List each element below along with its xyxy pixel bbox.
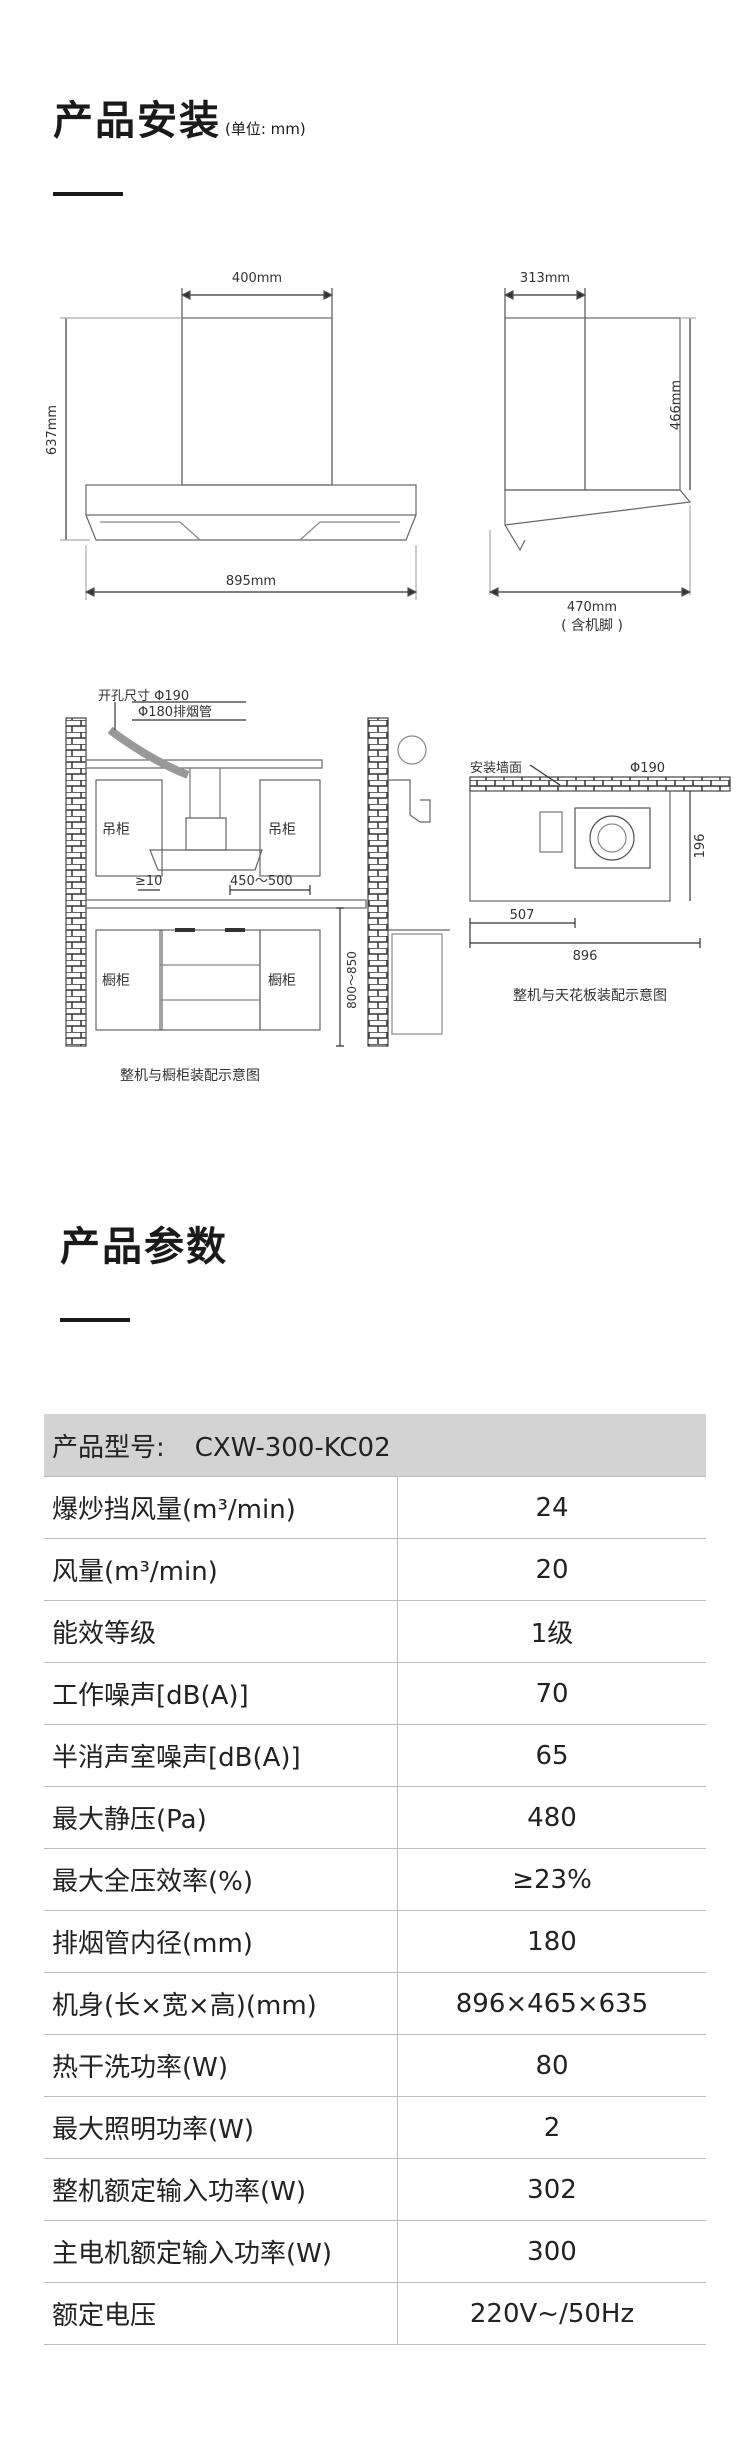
cabinet-diagram: [65, 701, 389, 1047]
cab-lower-right: 橱柜: [268, 973, 296, 989]
params-title-rule: [60, 1318, 130, 1322]
cab-caption: 整机与橱柜装配示意图: [120, 1067, 260, 1084]
spec-value: 65: [397, 1724, 706, 1787]
install-title-rule: [53, 192, 123, 196]
cab-upper-right: 吊柜: [268, 822, 296, 838]
wall-hood-diagram: [388, 735, 450, 1035]
front-top-width: 400mm: [232, 271, 282, 286]
spec-key: 最大静压(Pa): [44, 1786, 398, 1849]
side-bottom-note: ( 含机脚 ): [561, 618, 623, 634]
side-view: [488, 288, 696, 597]
spec-value: ≥23%: [397, 1848, 706, 1911]
spec-key: 半消声室噪声[dB(A)]: [44, 1724, 398, 1787]
spec-header-cell: 产品型号: CXW-300-KC02: [44, 1414, 706, 1477]
spec-value: 24: [397, 1476, 706, 1539]
table-row: 最大全压效率(%)≥23%: [44, 1848, 706, 1911]
spec-value: 70: [397, 1662, 706, 1725]
ceil-d2: 896: [573, 949, 598, 964]
spec-value: 302: [397, 2158, 706, 2221]
spec-key: 热干洗功率(W): [44, 2034, 398, 2097]
spec-key: 最大全压效率(%): [44, 1848, 398, 1911]
ceil-d1: 507: [510, 908, 535, 923]
spec-key: 风量(m³/min): [44, 1538, 398, 1601]
table-row: 最大照明功率(W)2: [44, 2096, 706, 2159]
cab-lower-left: 橱柜: [102, 973, 130, 989]
table-row: 主电机额定输入功率(W)300: [44, 2220, 706, 2283]
side-bottom-width: 470mm: [567, 600, 617, 615]
cab-pipe-label: Φ180排烟管: [138, 705, 212, 720]
install-title-text: 产品安装: [53, 98, 221, 144]
ceil-hole-label: Φ190: [630, 761, 665, 776]
spec-key: 额定电压: [44, 2282, 398, 2345]
spec-key: 排烟管内径(mm): [44, 1910, 398, 1973]
front-height: 637mm: [45, 405, 60, 455]
spec-key: 爆炒挡风量(m³/min): [44, 1476, 398, 1539]
table-row: 风量(m³/min)20: [44, 1538, 706, 1601]
table-row: 整机额定输入功率(W)302: [44, 2158, 706, 2221]
spec-value: 2: [397, 2096, 706, 2159]
front-view: [60, 288, 418, 600]
ceiling-diagram: [469, 764, 731, 948]
spec-value: 80: [397, 2034, 706, 2097]
spec-header-row: 产品型号: CXW-300-KC02: [44, 1414, 706, 1477]
side-height: 466mm: [669, 380, 684, 430]
spec-key: 能效等级: [44, 1600, 398, 1663]
params-title: 产品参数: [60, 1224, 228, 1270]
ceil-caption: 整机与天花板装配示意图: [513, 987, 667, 1004]
cab-upper-left: 吊柜: [102, 822, 130, 838]
table-row: 最大静压(Pa)480: [44, 1786, 706, 1849]
install-title: 产品安装(单位: mm): [53, 88, 306, 146]
model-value: CXW-300-KC02: [194, 1432, 391, 1463]
spec-value: 20: [397, 1538, 706, 1601]
table-row: 爆炒挡风量(m³/min)24: [44, 1476, 706, 1539]
cab-height: 800～850: [345, 951, 359, 1009]
spec-value: 220V~/50Hz: [397, 2282, 706, 2345]
table-row: 半消声室噪声[dB(A)]65: [44, 1724, 706, 1787]
spec-value: 1级: [397, 1600, 706, 1663]
spec-key: 整机额定输入功率(W): [44, 2158, 398, 2221]
spec-value: 300: [397, 2220, 706, 2283]
spec-table: 产品型号: CXW-300-KC02 爆炒挡风量(m³/min)24 风量(m³/…: [44, 1414, 706, 2345]
cab-gap: ≥10: [135, 874, 162, 889]
unit-note: (单位: mm): [225, 120, 306, 138]
table-row: 工作噪声[dB(A)]70: [44, 1662, 706, 1725]
cab-hole-label: 开孔尺寸 Φ190: [98, 689, 189, 704]
cab-range: 450～500: [230, 874, 293, 889]
install-diagrams: 400mm 637mm 895mm 313mm 466mm 470mm ( 含机…: [45, 271, 731, 1084]
spec-value: 896×465×635: [397, 1972, 706, 2035]
ceil-d3: 196: [693, 834, 708, 859]
ceil-wall-label: 安装墙面: [470, 761, 522, 776]
spec-value: 480: [397, 1786, 706, 1849]
table-row: 热干洗功率(W)80: [44, 2034, 706, 2097]
spec-key: 工作噪声[dB(A)]: [44, 1662, 398, 1725]
table-row: 排烟管内径(mm)180: [44, 1910, 706, 1973]
table-row: 机身(长×宽×高)(mm)896×465×635: [44, 1972, 706, 2035]
spec-key: 主电机额定输入功率(W): [44, 2220, 398, 2283]
spec-value: 180: [397, 1910, 706, 1973]
spec-key: 机身(长×宽×高)(mm): [44, 1972, 398, 2035]
spec-key: 最大照明功率(W): [44, 2096, 398, 2159]
model-label: 产品型号:: [52, 1432, 165, 1463]
side-top-width: 313mm: [520, 271, 570, 286]
front-bottom-width: 895mm: [226, 574, 276, 589]
